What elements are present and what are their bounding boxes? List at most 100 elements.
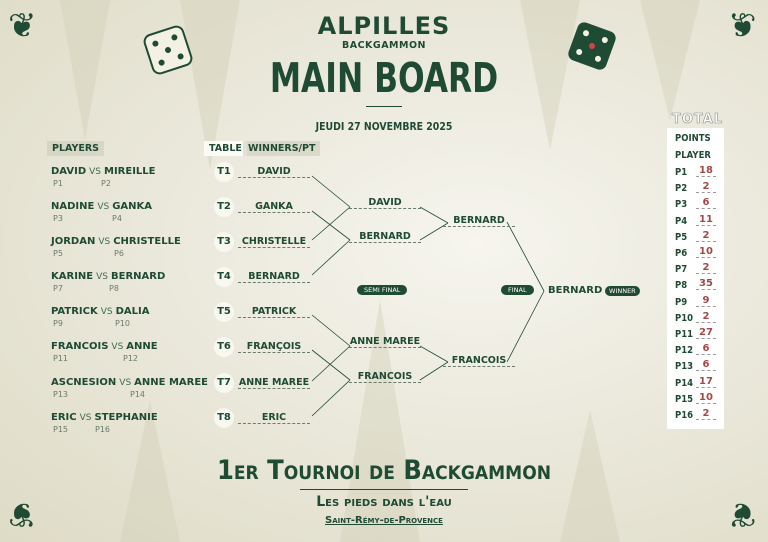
table-number: T4 [214,267,234,287]
totals-player: P4 [675,215,688,227]
corner-ornament-icon: ❦ [8,6,37,46]
vs-label: VS [79,413,92,423]
player-name: MIREILLE [104,166,156,177]
logo: ALPILLES [317,12,451,40]
player-id: P11 [53,354,69,363]
round1-winner: CHRISTELLE [238,236,310,248]
totals-player: P5 [675,231,688,243]
totals-player: P14 [675,377,694,389]
final-winner: FRANCOIS [443,355,515,367]
player-name: GANKA [112,201,153,212]
player-name: CHRISTELLE [113,236,181,247]
event-date: JEUDI 27 NOVEMBRE 2025 [315,120,453,133]
divider [300,489,468,490]
page-title: MAIN BOARD [269,54,499,102]
round1-winner: DAVID [238,166,310,178]
round1-winner: BERNARD [238,271,310,283]
totals-player: P11 [675,329,694,340]
semi-final-badge: SEMI FINAL [357,285,408,295]
vs-label: VS [119,378,132,388]
totals-header: POINTS [675,133,711,144]
totals-points: 2 [696,262,716,275]
player-name: BERNARD [110,271,166,282]
footer-title: 1er Tournoi de Backgammon [216,455,552,486]
player-id: P7 [53,284,63,293]
player-id: P10 [115,319,131,328]
semi-final-winner: BERNARD [349,231,421,243]
semi-final-winner: FRANCOIS [349,371,421,383]
totals-points: 11 [696,214,716,226]
player-name: PATRICK [51,306,98,317]
totals-points: 6 [696,197,716,210]
player-id: P8 [109,284,119,293]
totals-points: 18 [696,165,716,177]
dice-icon [143,25,193,75]
totals-header: PLAYER [675,150,711,161]
totals-player: P7 [675,264,688,276]
vs-label: VS [98,237,111,247]
totals-points: 6 [696,343,716,356]
player-id: P14 [130,390,146,399]
totals-panel [667,128,724,429]
totals-points: 6 [696,359,716,372]
winners-header: WINNERS/PT [243,141,321,156]
totals-player: P3 [675,199,688,211]
semi-final-winner: DAVID [349,197,421,209]
player-name: DAVID [51,166,87,177]
winner-badge: WINNER [605,286,640,296]
totals-player: P10 [675,312,694,324]
player-id: P2 [101,179,111,188]
round1-winner: ANNE MAREE [238,377,310,389]
totals-player: P15 [675,393,694,405]
final-winner: BERNARD [443,215,515,227]
totals-title: TOTAL [672,112,724,128]
divider [366,106,402,107]
player-id: P12 [123,354,139,363]
player-id: P13 [53,390,69,399]
totals-points: 2 [696,311,716,323]
footer-location: Saint-Rémy-de-Provence [325,515,443,526]
table-number: T7 [214,373,234,393]
totals-points: 10 [696,392,716,404]
semi-final-winner: ANNE MAREE [349,336,421,348]
totals-points: 10 [696,246,716,258]
table-number: T6 [214,337,234,357]
table-number: T2 [214,197,234,217]
player-name: DALIA [115,306,150,317]
table-number: T5 [214,302,234,322]
player-name: ANNE [126,341,158,352]
players-header: PLAYERS [47,141,104,156]
player-name: ASCNESION [51,377,117,388]
logo-subtitle: BACKGAMMON [341,40,426,51]
round1-winner: FRANÇOIS [238,341,310,353]
player-name: JORDAN [51,236,96,247]
totals-player: P2 [675,183,688,195]
round1-winner: ERIC [238,412,310,424]
player-name: KARINE [51,271,94,282]
totals-points: 9 [696,295,716,307]
footer-subtitle: Les pieds dans l'eau [316,494,452,510]
vs-label: VS [97,202,110,212]
vs-label: VS [100,307,113,317]
player-id: P3 [53,214,63,223]
player-name: STEPHANIE [94,412,158,423]
champion-name: BERNARD [548,285,603,296]
table-number: T3 [214,232,234,252]
player-name: ANNE MAREE [134,377,208,388]
table-number: T8 [214,408,234,428]
totals-points: 2 [696,230,716,242]
totals-points: 2 [696,408,716,420]
player-id: P16 [95,425,111,434]
table-header: TABLE [204,141,247,156]
round1-winner: PATRICK [238,306,310,318]
vs-label: VS [89,167,101,177]
final-badge: FINAL [501,285,534,295]
totals-points: 27 [696,327,716,339]
vs-label: VS [96,272,108,282]
